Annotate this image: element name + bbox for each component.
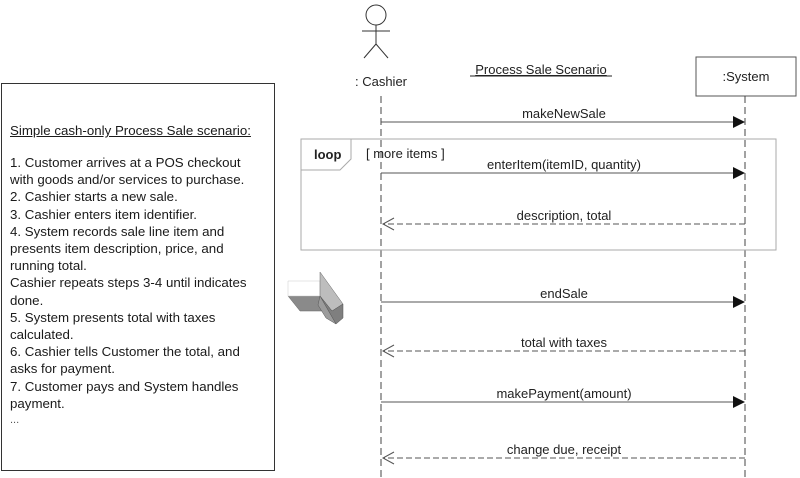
scenario-line: 1. Customer arrives at a POS checkout <box>10 155 241 170</box>
open-arrowhead-icon <box>381 217 395 231</box>
scenario-line: presents item description, price, and <box>10 241 224 257</box>
scenario-text-box: Simple cash-only Process Sale scenario: … <box>1 83 275 471</box>
loop-fragment: loop [ more items ] <box>300 138 777 251</box>
filled-arrowhead-icon <box>733 296 745 308</box>
system-label: :System <box>723 69 770 84</box>
scenario-line: asks for payment. <box>10 361 115 377</box>
sync-message: enterItem(itemID, quantity) <box>381 157 745 179</box>
system-object-box <box>695 56 797 97</box>
scenario-ellipsis: ... <box>10 414 20 427</box>
open-arrowhead-icon <box>381 344 395 358</box>
loop-guard: [ more items ] <box>366 146 445 161</box>
scenario-line: 2. Cashier starts a new sale. <box>10 189 178 205</box>
message-label: makeNewSale <box>522 106 606 121</box>
message-label: total with taxes <box>521 335 607 350</box>
scenario-line: 7. Customer pays and System handles <box>10 378 239 394</box>
scenario-line: calculated. <box>10 327 74 343</box>
messages-group: makeNewSale enterItem(itemID, quantity) de… <box>381 106 745 465</box>
message-label: change due, receipt <box>507 442 622 457</box>
loop-operator-tab <box>301 139 352 171</box>
filled-arrowhead-icon <box>733 167 745 179</box>
scenario-steps: 1. Customer arrives at a POS checkout wi… <box>10 154 268 429</box>
return-message: total with taxes <box>381 335 745 358</box>
message-label: makePayment(amount) <box>496 386 631 401</box>
return-message: change due, receipt <box>381 442 745 465</box>
scenario-line: running total. <box>10 258 87 274</box>
sync-message: endSale <box>381 286 745 308</box>
return-message: description, total <box>381 208 745 231</box>
scenario-line: 4. System records sale line item and <box>10 223 225 239</box>
filled-arrowhead-icon <box>733 116 745 128</box>
loop-operator-label: loop <box>314 147 341 162</box>
scenario-title: Simple cash-only Process Sale scenario: <box>10 123 251 138</box>
diagram-title: Process Sale Scenario <box>475 62 607 77</box>
sync-message: makePayment(amount) <box>381 386 745 408</box>
scenario-line: 5. System presents total with taxes <box>10 309 216 325</box>
filled-arrowhead-icon <box>733 396 745 408</box>
scenario-line: 6. Cashier tells Customer the total, and <box>10 344 240 360</box>
scenario-line: payment. <box>10 395 65 411</box>
message-label: enterItem(itemID, quantity) <box>487 157 641 172</box>
scenario-line: with goods and/or services to purchase. <box>10 172 245 188</box>
3d-right-arrow-icon <box>287 271 344 325</box>
message-label: description, total <box>517 208 612 223</box>
open-arrowhead-icon <box>381 451 395 465</box>
actor-icon <box>362 4 390 59</box>
loop-frame <box>300 138 777 251</box>
message-label: endSale <box>540 286 588 301</box>
actor-label: : Cashier <box>355 74 408 89</box>
scenario-line: done. <box>10 292 44 308</box>
scenario-line: 3. Cashier enters item identifier. <box>10 206 197 222</box>
sync-message: makeNewSale <box>381 106 745 128</box>
scenario-line: Cashier repeats steps 3-4 until indicate… <box>10 275 247 291</box>
